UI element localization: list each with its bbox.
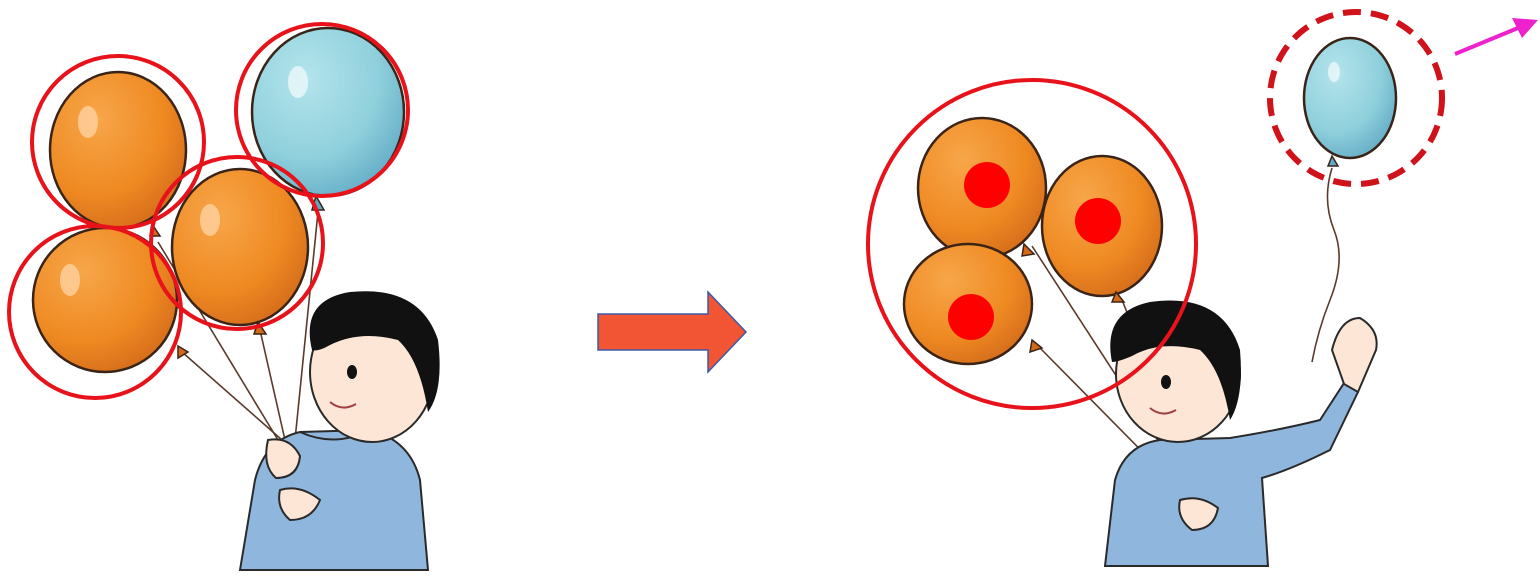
- right-boy-raised-hand: [1330, 316, 1378, 394]
- left-orange-balloon-3: [31, 226, 190, 374]
- left-boy-hair: [309, 291, 440, 412]
- right-boy-hair: [1110, 300, 1241, 420]
- fly-away-arrow: [1454, 18, 1538, 56]
- count-dot-2: [1075, 198, 1121, 244]
- circle-balloon-blue: [234, 22, 410, 198]
- right-boy-shirt: [1103, 378, 1360, 567]
- released-blue-balloon: [1302, 36, 1398, 167]
- transition-arrow: [597, 290, 748, 374]
- released-balloon-string: [1311, 167, 1340, 363]
- left-scene: [7, 22, 440, 571]
- count-dot-3: [948, 294, 994, 340]
- count-dot-1: [964, 162, 1010, 208]
- released-balloon-dashed-circle: [1267, 9, 1445, 187]
- circle-balloon-3: [7, 224, 183, 400]
- left-orange-balloon-1: [48, 70, 188, 237]
- right-boy: [1103, 300, 1378, 567]
- held-balloons-circle: [866, 78, 1198, 410]
- balloon-count-dots: [948, 162, 1121, 340]
- left-boy: [238, 291, 440, 571]
- circle-balloon-2: [149, 155, 325, 331]
- left-boy-hand: [265, 438, 302, 480]
- right-scene: [866, 9, 1538, 567]
- left-balloon-circles: [7, 22, 410, 400]
- left-orange-balloon-2: [170, 167, 310, 335]
- right-boy-holding-hand: [1178, 497, 1220, 532]
